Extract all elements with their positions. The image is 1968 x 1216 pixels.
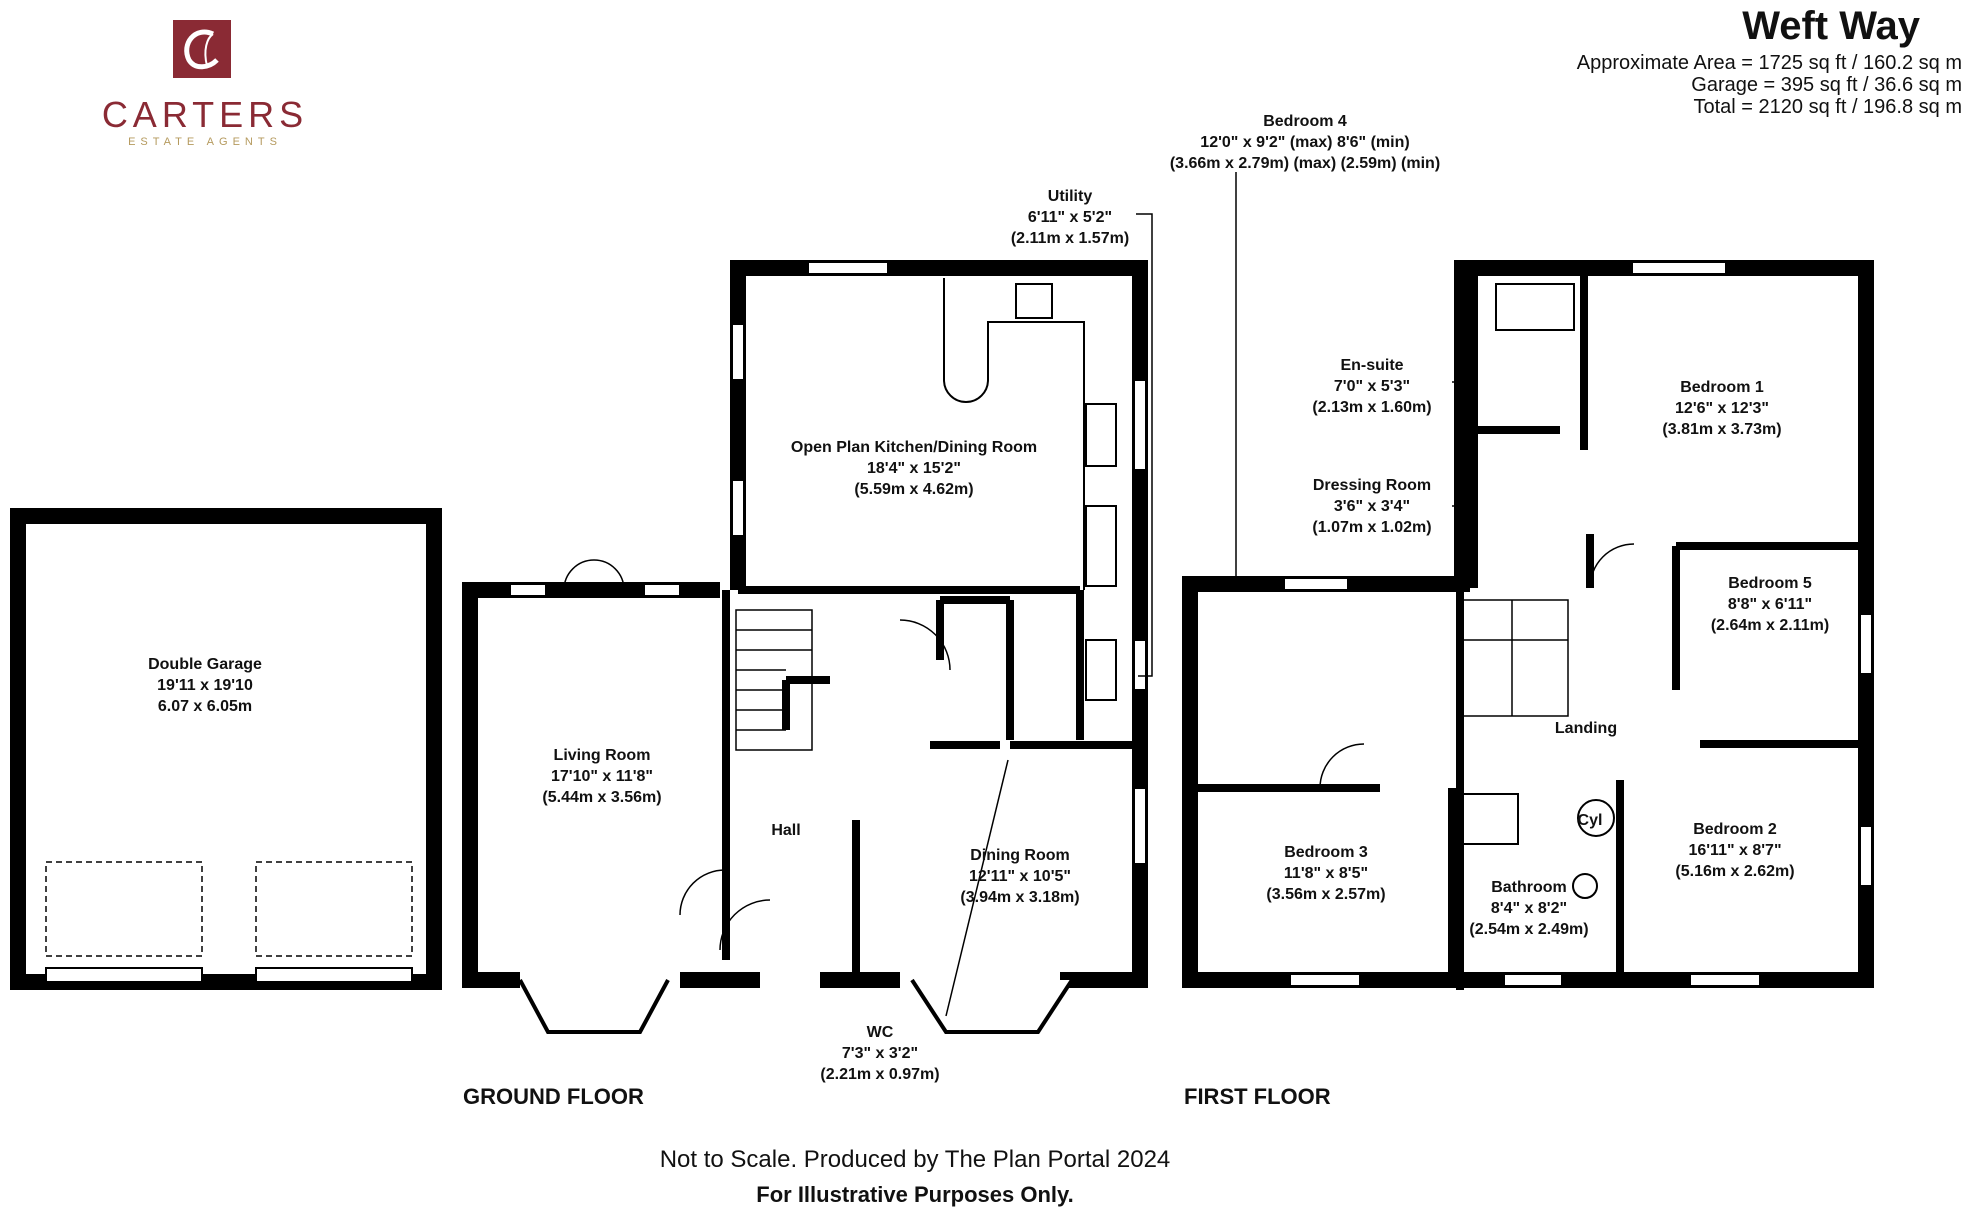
- carters-logo-icon: [173, 20, 231, 78]
- area-line: Approximate Area = 1725 sq ft / 160.2 sq…: [1576, 52, 1962, 74]
- room-label-landing: Landing: [1554, 720, 1618, 737]
- area-line: Garage = 395 sq ft / 36.6 sq m: [1691, 74, 1962, 96]
- footer-disclaimer: Not to Scale. Produced by The Plan Porta…: [659, 1146, 1171, 1173]
- area-summary: Approximate Area = 1725 sq ft / 160.2 sq…: [1577, 52, 1962, 118]
- living-room-walls: [462, 582, 720, 988]
- footer-illustrative: For Illustrative Purposes Only.: [756, 1182, 1074, 1207]
- floor-label-ground: GROUND FLOOR: [463, 1084, 644, 1109]
- garage-walls: [10, 508, 442, 990]
- room-label-cylinder: Cyl: [1577, 812, 1603, 829]
- brand-tagline: ESTATE AGENTS: [128, 136, 282, 148]
- area-line: Total = 2120 sq ft / 196.8 sq m: [1693, 96, 1963, 118]
- brand-name: CARTERS: [101, 94, 309, 135]
- floor-label-first: FIRST FLOOR: [1184, 1084, 1331, 1109]
- property-title: Weft Way: [1742, 4, 1920, 48]
- first-floor-outer: [1182, 260, 1874, 988]
- room-label-hall: Hall: [771, 822, 801, 839]
